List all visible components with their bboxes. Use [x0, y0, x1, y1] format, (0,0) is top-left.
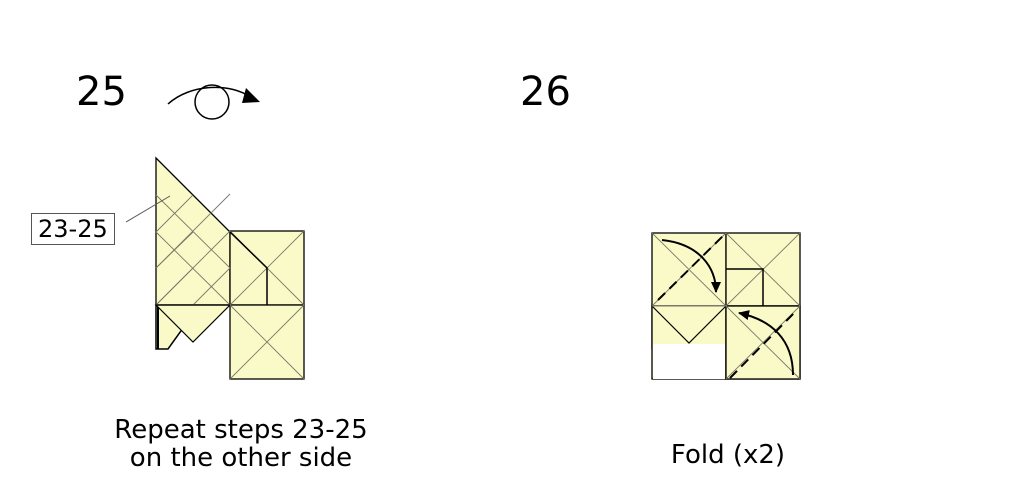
step25-caption: Repeat steps 23-25 on the other side	[100, 416, 382, 472]
fold-arrow-icon	[738, 310, 794, 376]
turn-over-icon	[167, 84, 260, 120]
step-number-25: 25	[76, 69, 127, 115]
step26-model	[651, 232, 801, 380]
step25-caption-line2: on the other side	[129, 443, 353, 473]
fold-arrow-icon	[661, 239, 721, 293]
step26-caption: Fold (x2)	[670, 440, 786, 470]
step25-model	[154, 156, 305, 380]
reference-leader-line	[125, 195, 171, 223]
step-number-26: 26	[520, 69, 571, 115]
reference-label: 23-25	[31, 213, 115, 245]
step25-caption-line1: Repeat steps 23-25	[114, 415, 368, 445]
